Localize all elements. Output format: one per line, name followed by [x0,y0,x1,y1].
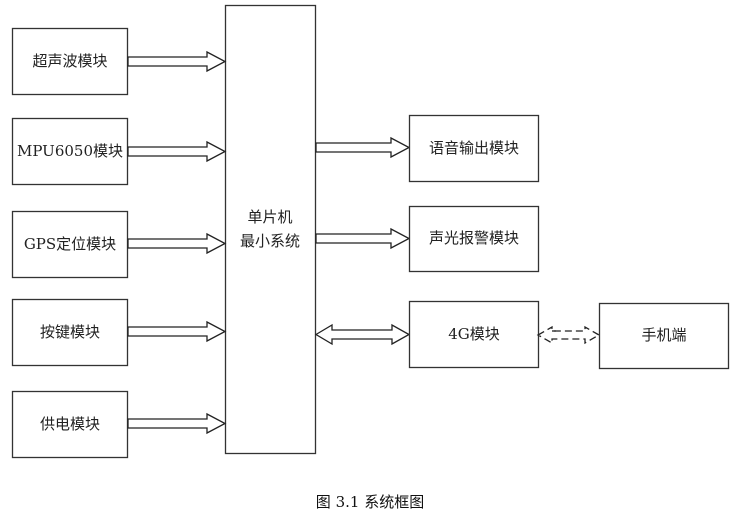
mcu-box [224,4,317,455]
figure-caption: 图 3.1 系统框图 [316,493,424,511]
input-label: 超声波模块 [32,52,107,70]
output-voice: 语音输出模块 [315,114,540,183]
input-label: 按键模块 [40,323,100,341]
input-power: 供电模块 [11,390,227,459]
input-label: 供电模块 [40,415,100,433]
input-mpu6050: MPU6050模块 [11,117,227,186]
arrow-right-icon [315,227,411,250]
arrow-right-icon [315,136,411,159]
output-alarm: 声光报警模块 [315,205,540,273]
input-label: GPS定位模块 [24,235,116,253]
input-gps: GPS定位模块 [11,210,227,279]
input-ultrasonic: 超声波模块 [11,27,227,96]
mcu-label-line2: 最小系统 [240,232,300,250]
output-label: 语音输出模块 [429,139,519,157]
output-4g: 4G模块 [314,300,540,369]
input-keys: 按键模块 [11,298,227,367]
remote-phone: 手机端 [598,302,730,370]
input-label: MPU6050模块 [17,142,123,160]
arrow-right-icon [127,320,227,343]
mcu-label-line1: 单片机 [247,208,292,226]
arrow-right-icon [127,50,227,73]
dashed-bidirectional-arrow-icon [536,325,601,345]
wireless-link-arrow [536,325,601,345]
arrow-bidirectional-icon [314,323,411,346]
arrow-right-icon [127,140,227,163]
output-label: 4G模块 [448,325,500,343]
arrow-right-icon [127,232,227,255]
remote-label: 手机端 [641,326,686,344]
output-label: 声光报警模块 [429,229,519,247]
arrow-right-icon [127,412,227,435]
